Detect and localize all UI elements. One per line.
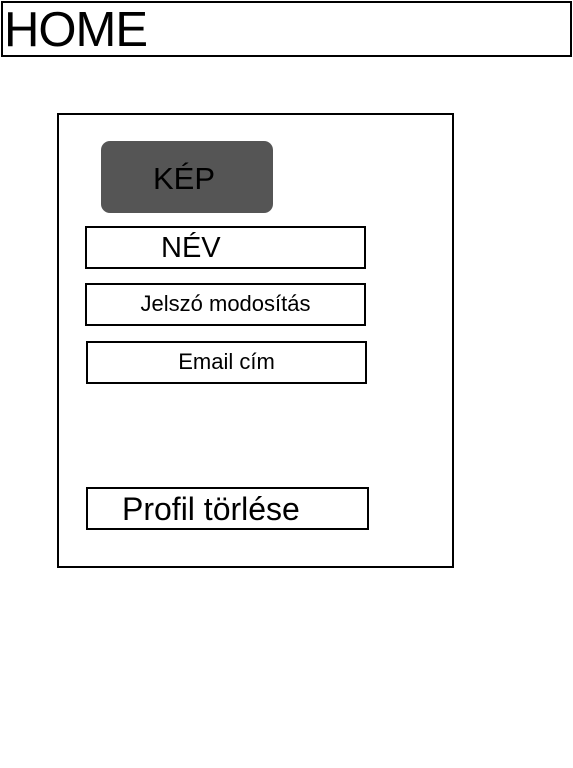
email-label: Email cím	[178, 349, 275, 374]
name-field[interactable]: NÉV	[85, 226, 366, 269]
home-title: HOME	[4, 3, 148, 57]
name-label: NÉV	[161, 232, 221, 264]
home-header-link[interactable]: HOME	[1, 1, 572, 57]
delete-profile-button[interactable]: Profil törlése	[86, 487, 369, 530]
profile-image-placeholder[interactable]: KÉP	[101, 141, 273, 213]
email-field[interactable]: Email cím	[86, 341, 367, 384]
profile-image-label: KÉP	[153, 161, 216, 196]
change-password-label: Jelszó modosítás	[140, 291, 311, 316]
change-password-button[interactable]: Jelszó modosítás	[85, 283, 366, 326]
delete-profile-label: Profil törlése	[122, 491, 300, 527]
